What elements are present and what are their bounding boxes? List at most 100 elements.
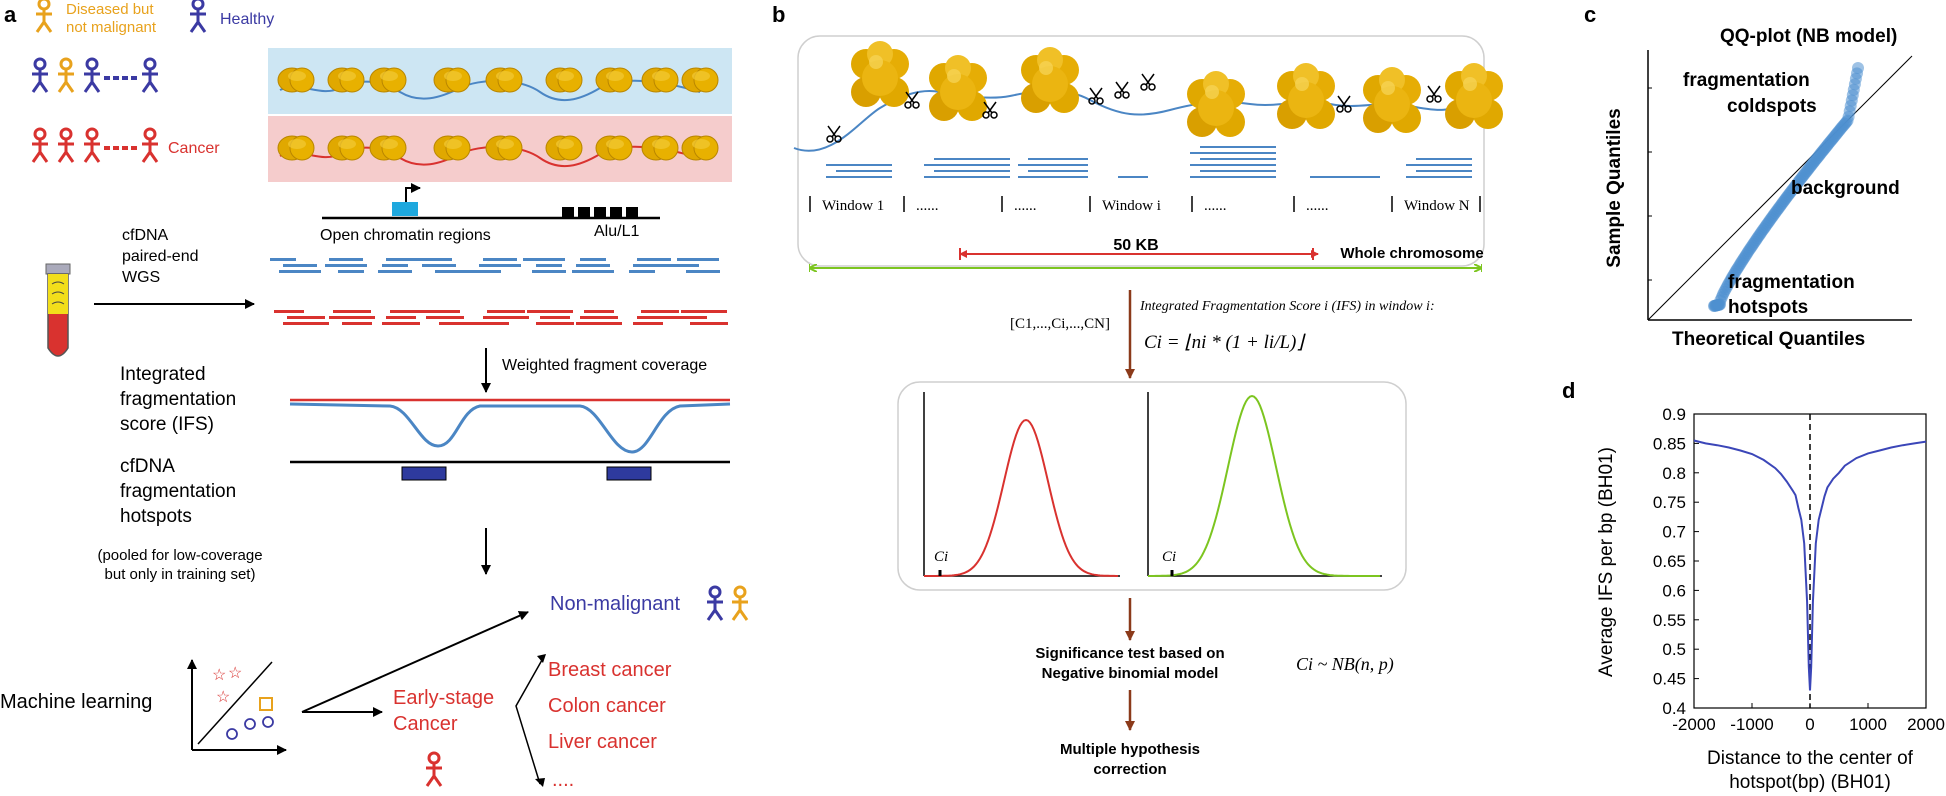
ifs-text-line3: score (IFS) [120,414,214,435]
read-fragment [283,322,329,325]
x-tick-label: 0 [1805,715,1814,734]
read-fragment [934,170,1010,172]
cancer-type-more: .... [552,769,574,791]
nucleosome-icon [595,67,633,93]
qq-points [1708,62,1864,312]
read-fragment [439,322,485,325]
read-fragment [637,258,671,261]
legend-diseased-person-icon [34,0,54,34]
machine-learning-label: Machine learning [0,691,152,713]
read-fragment [532,270,566,273]
read-fragment [386,316,416,319]
series-line [1693,439,1927,691]
read-fragment [287,316,325,319]
read-fragment [342,322,372,325]
read-fragment [924,164,1010,166]
alu-label: Alu/L1 [594,223,639,240]
qq-point [1852,62,1864,74]
y-tick-label: 0.4 [1662,699,1686,718]
person-icon [30,57,50,94]
read-fragment [338,270,364,273]
read-fragment [1200,170,1276,172]
qq-reference-line [1647,55,1913,321]
person-icon [56,57,76,94]
x-tick-label: 1000 [1849,715,1887,734]
significance-line1: Significance test based on [1035,645,1224,662]
y-tick-label: 0.65 [1653,552,1686,571]
read-fragment [283,264,317,267]
nucleosome-icon [369,67,407,93]
pooled-text-line2: but only in training set) [105,566,256,583]
read-fragment [934,158,1010,160]
read-fragment [1310,176,1380,178]
panel-b: b Window 1............Window i..........… [772,2,1503,778]
nucleosome-icon [851,41,909,107]
read-fragment [576,264,610,267]
ci-label-right: Ci [1162,549,1176,565]
read-fragment [572,270,614,273]
y-tick-label: 0.75 [1653,493,1686,512]
svg-text:☆: ☆ [212,667,226,684]
read-fragment [536,322,574,325]
read-fragment [1406,164,1472,166]
qq-x-label: Theoretical Quantiles [1672,329,1865,350]
nucleosome-icon [433,135,471,161]
nucleosome-icon [545,135,583,161]
panel-d: d 0.40.450.50.550.60.650.70.750.80.850.9… [1562,378,1945,793]
nucleosome-icon [681,67,719,93]
nb-distribution-red [923,392,1120,577]
read-fragment [333,310,371,313]
window-label: Window N [1404,198,1470,214]
hotspots-text-line3: hotspots [120,506,192,527]
read-fragment [435,270,477,273]
read-fragment [637,316,683,319]
read-fragment [540,316,570,319]
nucleosome-icon [485,135,523,161]
background-label: background [1791,178,1900,199]
nucleosome-icon [277,135,315,161]
person-icon [82,127,102,164]
read-fragment [426,258,452,261]
read-fragment [329,258,363,261]
nucleosome-icon [485,67,523,93]
ifs-formula: Ci = ⌊ni * (1 + li/L)⌋ [1144,332,1306,353]
panel-d-label: d [1562,378,1575,403]
qq-title: QQ-plot (NB model) [1720,26,1897,47]
window-label: ...... [1204,198,1227,214]
fragment-reads-healthy [270,258,720,273]
person-icon [82,57,102,94]
read-fragment [1018,176,1088,178]
y-tick-label: 0.8 [1662,464,1686,483]
read-fragment [483,258,517,261]
nucleosome-icon [327,135,365,161]
alu-blocks [562,207,638,217]
cancer-group [30,127,160,164]
open-chromatin-label: Open chromatin regions [320,227,491,244]
nucleosome-row-cancer [277,135,719,161]
read-fragment [1200,158,1276,160]
read-fragment [633,264,675,267]
x-tick-label: -2000 [1672,715,1715,734]
x-tick-label: -1000 [1730,715,1773,734]
cancer-type-bracket [515,659,543,785]
read-fragment [279,270,321,273]
read-fragment [430,310,460,313]
nucleosome-icon [1021,47,1079,113]
window-label: ...... [916,198,939,214]
weighted-coverage-label: Weighted fragment coverage [502,357,707,374]
panel-c: c QQ-plot (NB model) fragmentation colds… [1584,2,1913,350]
nucleosome-icon [595,135,633,161]
read-fragment [677,316,707,319]
nb-distribution-green [1147,392,1382,577]
read-fragment [1190,176,1276,178]
nb-formula: Ci ~ NB(n, p) [1296,654,1394,675]
ifs-profile-chart: 0.40.450.50.550.60.650.70.750.80.850.9 -… [1653,405,1945,734]
panel-c-label: c [1584,2,1596,27]
window-label: ...... [1306,198,1329,214]
nucleosome-icon [369,135,407,161]
qq-y-label: Sample Quantiles [1604,108,1625,267]
nucleosome-icon [327,67,365,93]
read-fragment [1190,164,1276,166]
read-fragment [382,322,420,325]
